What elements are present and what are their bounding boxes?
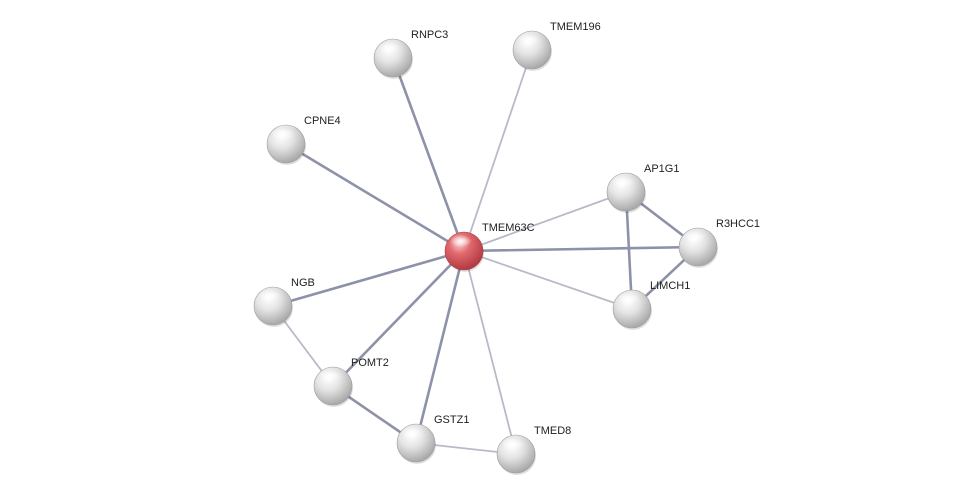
node-label: TMEM196 — [550, 21, 601, 33]
node-tmed8[interactable]: TMED8 — [496, 425, 571, 475]
node-label: CPNE4 — [304, 115, 341, 127]
node-cpne4[interactable]: CPNE4 — [266, 115, 341, 165]
node-ngb[interactable]: NGB — [253, 277, 315, 327]
edge-tmem63c-ap1g1[interactable] — [463, 191, 627, 252]
edge-tmem63c-limch1[interactable] — [463, 250, 633, 310]
edge-ap1g1-limch1[interactable] — [624, 190, 634, 311]
node-highlight — [450, 235, 472, 247]
edge-tmem63c-cpne4[interactable] — [284, 142, 466, 253]
node-highlight — [502, 438, 524, 450]
node-highlight — [402, 427, 424, 439]
node-label: R3HCC1 — [716, 218, 760, 230]
node-label: AP1G1 — [644, 163, 679, 175]
node-label: RNPC3 — [411, 29, 448, 41]
node-label: LIMCH1 — [650, 280, 690, 292]
node-tmem63c[interactable]: TMEM63C — [444, 222, 535, 272]
edge-tmem63c-rnpc3[interactable] — [391, 56, 466, 253]
edge-tmem63c-gstz1[interactable] — [414, 249, 466, 445]
node-r3hcc1[interactable]: R3HCC1 — [678, 218, 760, 268]
node-label: TMED8 — [534, 425, 571, 437]
edge-tmem63c-ngb[interactable] — [271, 249, 466, 308]
node-gstz1[interactable]: GSTZ1 — [396, 414, 469, 464]
node-highlight — [259, 290, 281, 302]
node-highlight — [272, 128, 294, 140]
node-highlight — [319, 370, 341, 382]
node-highlight — [612, 176, 634, 188]
node-ap1g1[interactable]: AP1G1 — [606, 163, 679, 213]
edge-tmem63c-r3hcc1[interactable] — [462, 245, 700, 253]
edge-tmem63c-tmem196[interactable] — [463, 49, 533, 252]
node-highlight — [379, 42, 401, 54]
node-highlight — [684, 231, 706, 243]
node-label: POMT2 — [351, 357, 389, 369]
node-pomt2[interactable]: POMT2 — [313, 357, 389, 407]
edge-tmem63c-tmed8[interactable] — [463, 250, 517, 455]
node-limch1[interactable]: LIMCH1 — [612, 280, 690, 330]
node-highlight — [518, 34, 540, 46]
node-label: NGB — [291, 277, 315, 289]
node-highlight — [618, 293, 640, 305]
edge-tmem63c-pomt2[interactable] — [331, 249, 466, 388]
nodes-layer: TMEM63C RNPC3 TMEM196CPNE4AP1G1R3HCC1LIMCH… — [253, 21, 760, 475]
node-tmem196[interactable]: TMEM196 — [512, 21, 601, 71]
node-rnpc3[interactable]: RNPC3 — [373, 29, 448, 79]
node-label: GSTZ1 — [434, 414, 469, 426]
node-label: TMEM63C — [482, 222, 535, 234]
